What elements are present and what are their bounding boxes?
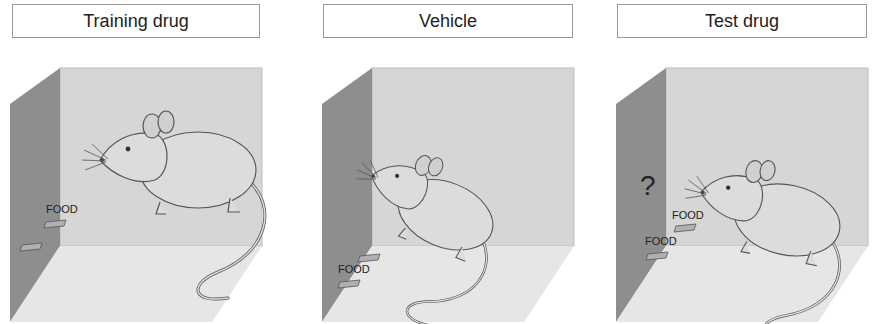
header-text: Training drug xyxy=(83,11,188,32)
question-mark: ? xyxy=(640,172,656,200)
chamber-2 xyxy=(313,68,574,324)
header-text: Vehicle xyxy=(419,11,477,32)
header-box: Vehicle xyxy=(323,4,573,38)
food-label: FOOD xyxy=(672,210,704,221)
chamber-1 xyxy=(10,68,265,322)
header-box: Test drug xyxy=(617,4,867,38)
food-label: FOOD xyxy=(645,236,677,247)
food-label: FOOD xyxy=(338,264,370,275)
header-box: Training drug xyxy=(12,4,260,38)
chamber-3 xyxy=(616,68,868,324)
food-label: FOOD xyxy=(46,204,78,215)
header-text: Test drug xyxy=(705,11,779,32)
